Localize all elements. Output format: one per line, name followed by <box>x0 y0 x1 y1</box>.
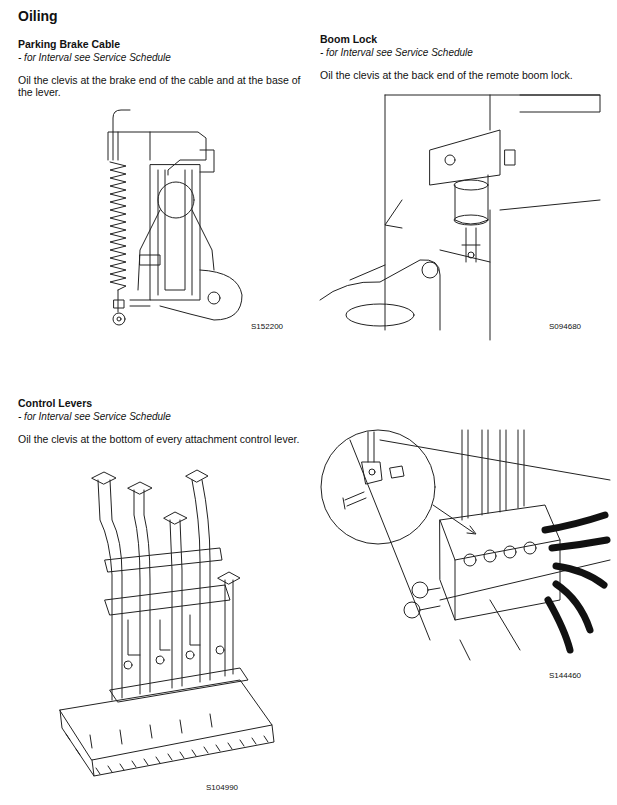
figure-code: S104990 <box>205 783 239 792</box>
valve-drawing <box>321 430 610 660</box>
interval-note: - for Interval see Service Schedule <box>18 52 171 64</box>
section-heading: Boom Lock <box>320 33 377 45</box>
figure-code: S094680 <box>548 322 582 331</box>
section-heading: Control Levers <box>18 397 92 409</box>
interval-note: - for Interval see Service Schedule <box>18 411 171 423</box>
parking-brake-drawing <box>108 110 242 325</box>
instruction-text: Oil the clevis at the brake end of the c… <box>18 74 303 99</box>
interval-note: - for Interval see Service Schedule <box>320 47 473 59</box>
section-heading: Parking Brake Cable <box>18 38 120 50</box>
figure-code: S144460 <box>548 671 582 680</box>
instruction-text: Oil the clevis at the bottom of every at… <box>18 433 303 445</box>
instruction-text: Oil the clevis at the back end of the re… <box>320 69 610 81</box>
page-title: Oiling <box>18 8 58 25</box>
figure-code: S152200 <box>250 322 284 331</box>
boom-lock-drawing <box>320 95 600 340</box>
hoses <box>545 515 607 650</box>
control-levers-drawing <box>60 470 274 776</box>
